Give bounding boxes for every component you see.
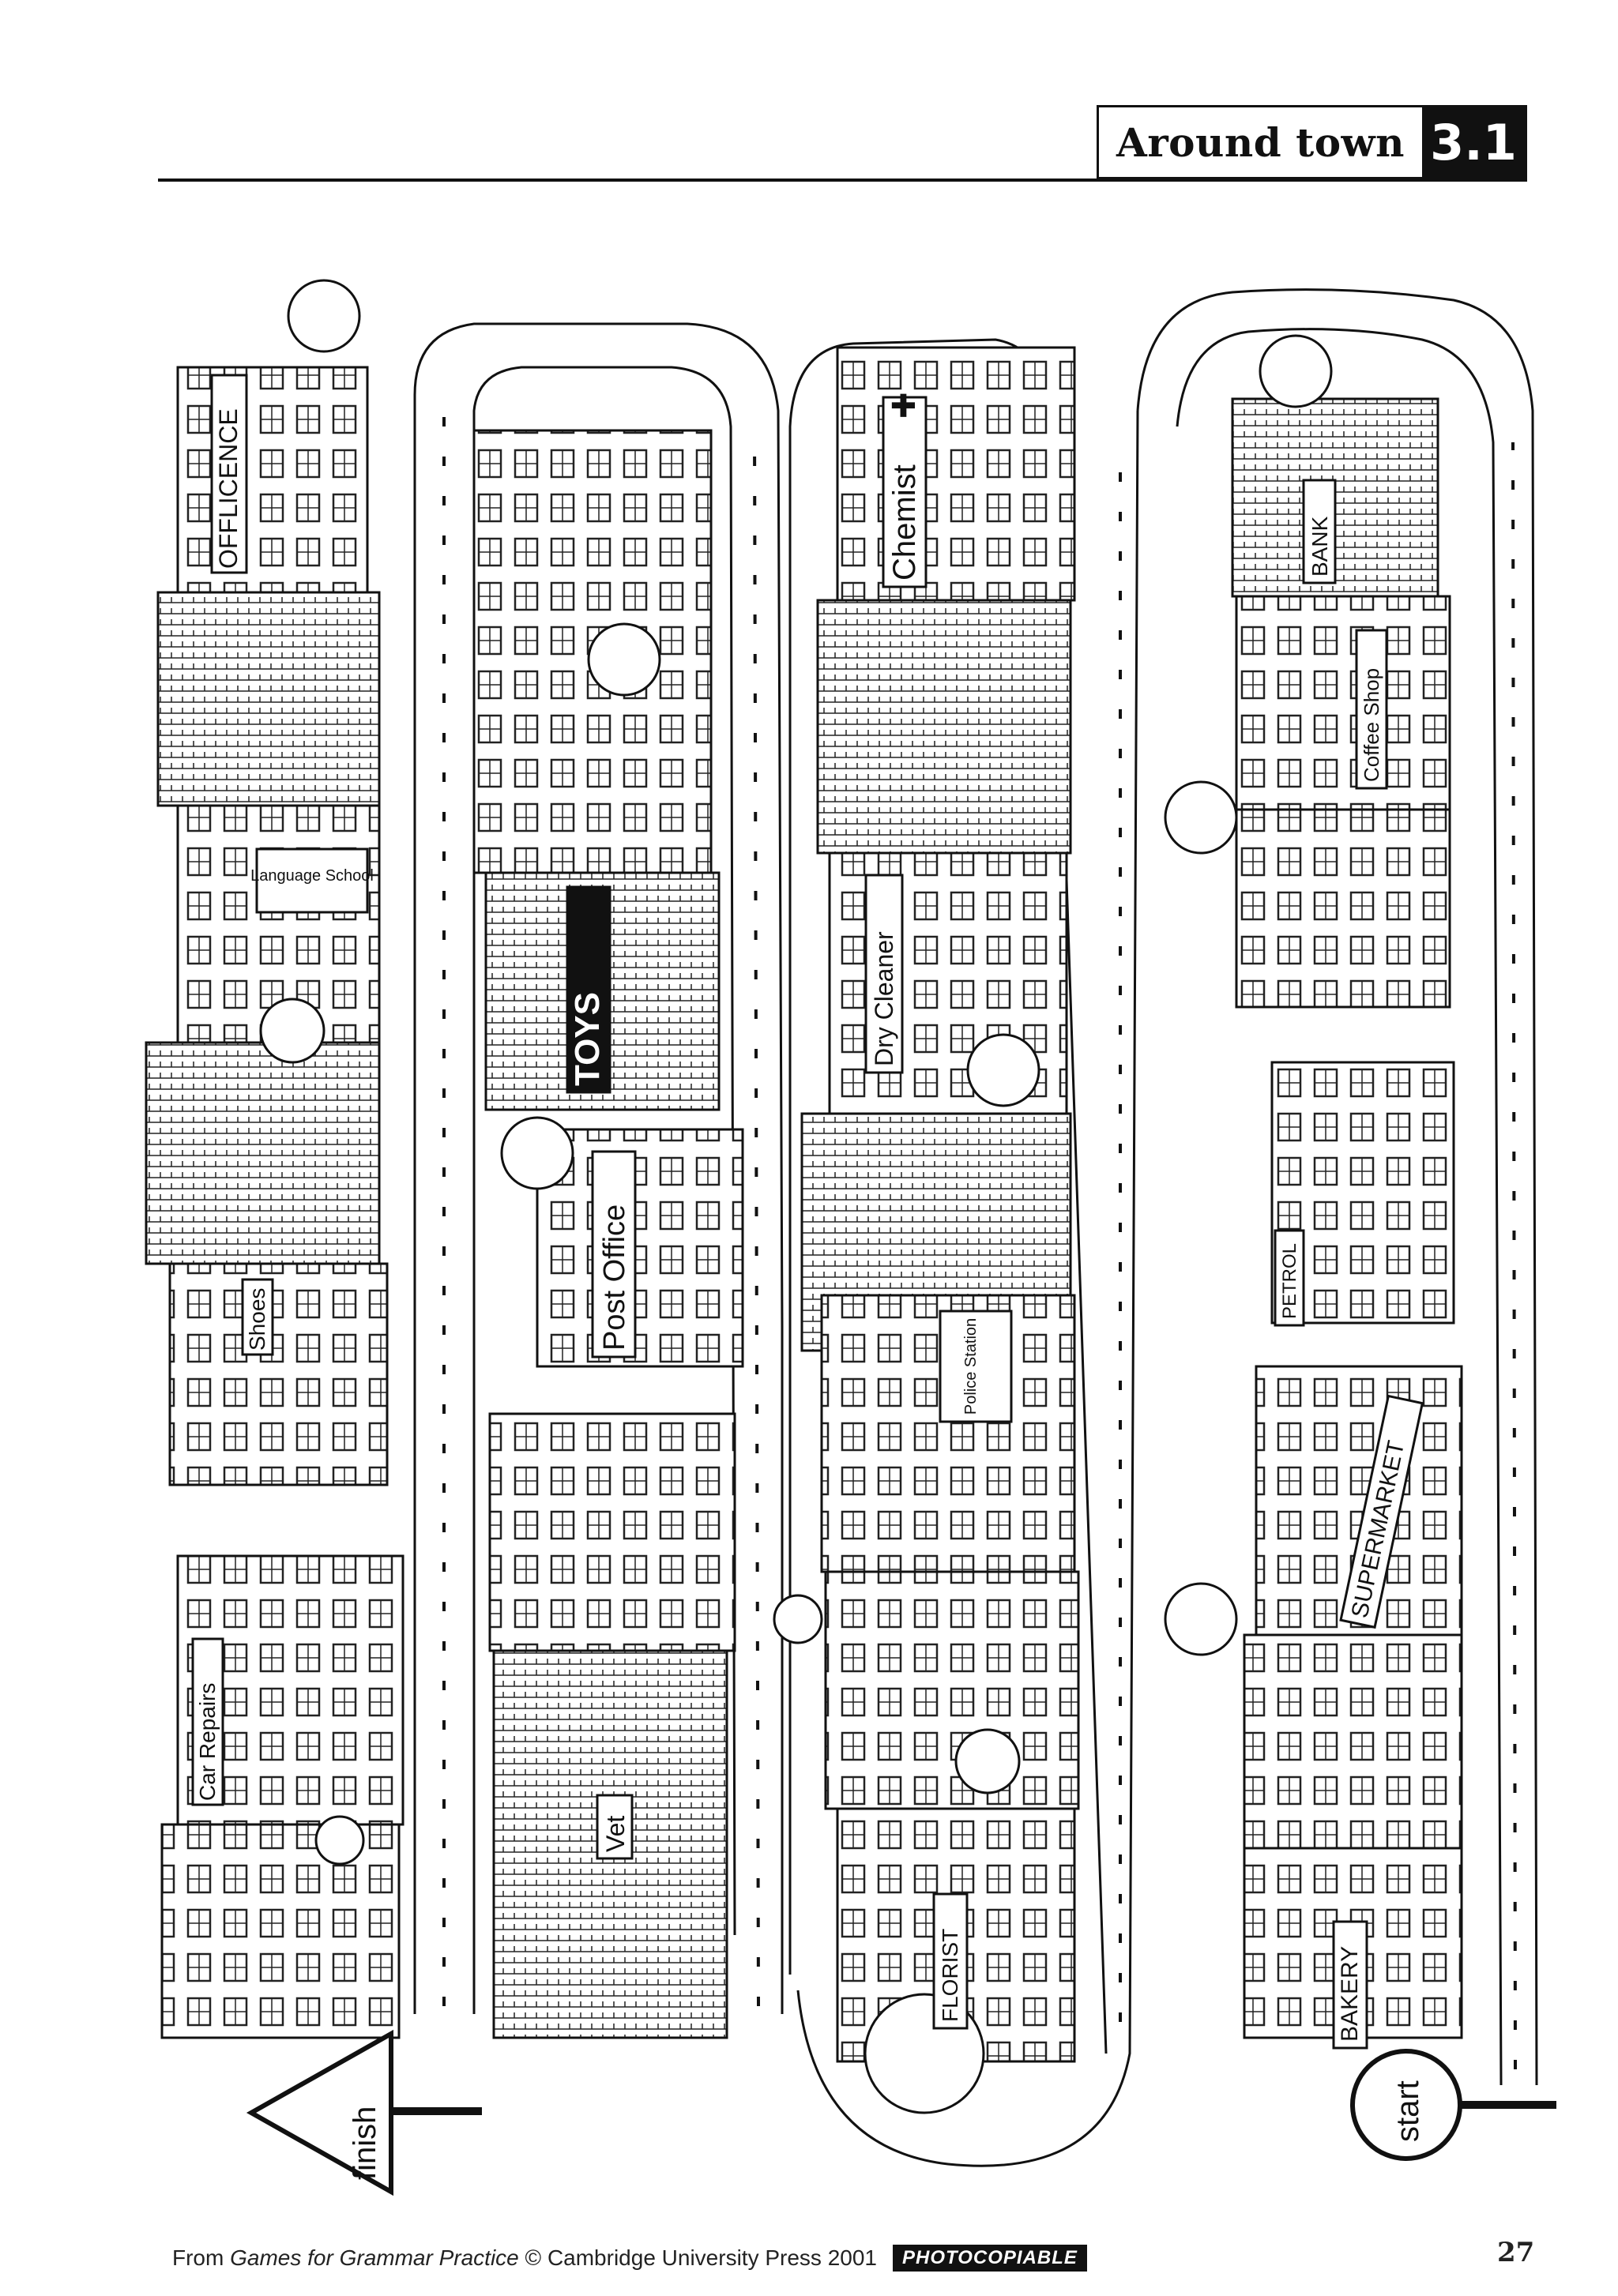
chemist-label: Chemist [887, 464, 922, 581]
sign-petrol: PETROL [1274, 1229, 1305, 1327]
sign-police-station: Police Station [939, 1310, 1013, 1423]
road-markings [442, 411, 1517, 2070]
start-marker: start [1350, 2049, 1556, 2161]
sign-off-licence: OFFLICENCE [210, 374, 248, 574]
sign-language-school: Language School [250, 847, 374, 914]
shoes-label: Shoes [245, 1288, 269, 1351]
sign-shoes: Shoes [241, 1278, 274, 1356]
chemist-cross-icon: ✚ [887, 392, 922, 419]
sign-dry-cleaner: Dry Cleaner [864, 874, 904, 1074]
page-number: 27 [1497, 2237, 1535, 2268]
sign-bank: BANK [1302, 479, 1337, 584]
toys-label: TOYS [568, 992, 607, 1086]
finish-marker: finish [246, 2029, 482, 2196]
post-office-label: Post Office [598, 1204, 631, 1351]
vet-label: Vet [601, 1816, 630, 1852]
section-header: Around town 3.1 [1097, 105, 1527, 179]
unit-number: 3.1 [1422, 107, 1525, 177]
sign-chemist: Chemist ✚ [882, 392, 928, 588]
footer-prefix: From [172, 2245, 224, 2270]
finish-label: finish [348, 2106, 382, 2180]
trees [259, 279, 1333, 2114]
bank-label: BANK [1308, 516, 1332, 577]
off-licence-label: OFFLICENCE [214, 408, 243, 569]
section-title: Around town [1116, 118, 1405, 166]
language-school-label: Language School [250, 867, 374, 885]
sign-bakery: BAKERY [1332, 1920, 1368, 2050]
start-label: start [1390, 2080, 1425, 2142]
footer-credit: From Games for Grammar Practice © Cambri… [172, 2245, 1087, 2272]
footer-copyright: © Cambridge University Press 2001 [525, 2245, 878, 2270]
bakery-label: BAKERY [1337, 1946, 1363, 2042]
column-1-buildings [145, 366, 404, 2039]
sign-car-repairs: Car Repairs [191, 1637, 224, 1806]
sign-florist: FLORIST [932, 1892, 969, 2030]
footer-book-title: Games for Grammar Practice [230, 2245, 519, 2270]
car-repairs-label: Car Repairs [195, 1683, 220, 1801]
petrol-label: PETROL [1279, 1243, 1300, 1319]
coffee-shop-label: Coffee Shop [1360, 668, 1383, 782]
sign-post-office: Post Office [591, 1150, 637, 1358]
header-rule [158, 178, 1527, 182]
sign-toys: TOYS [566, 885, 611, 1094]
sign-coffee-shop: Coffee Shop [1355, 629, 1388, 790]
photocopiable-badge: PHOTOCOPIABLE [893, 2245, 1087, 2272]
column-3-buildings [800, 346, 1080, 2063]
florist-label: FLORIST [938, 1929, 962, 2022]
column-4-buildings [1231, 397, 1463, 2039]
dry-cleaner-label: Dry Cleaner [870, 931, 898, 1066]
police-station-label: Police Station [962, 1318, 980, 1415]
sign-vet: Vet [596, 1794, 634, 1860]
